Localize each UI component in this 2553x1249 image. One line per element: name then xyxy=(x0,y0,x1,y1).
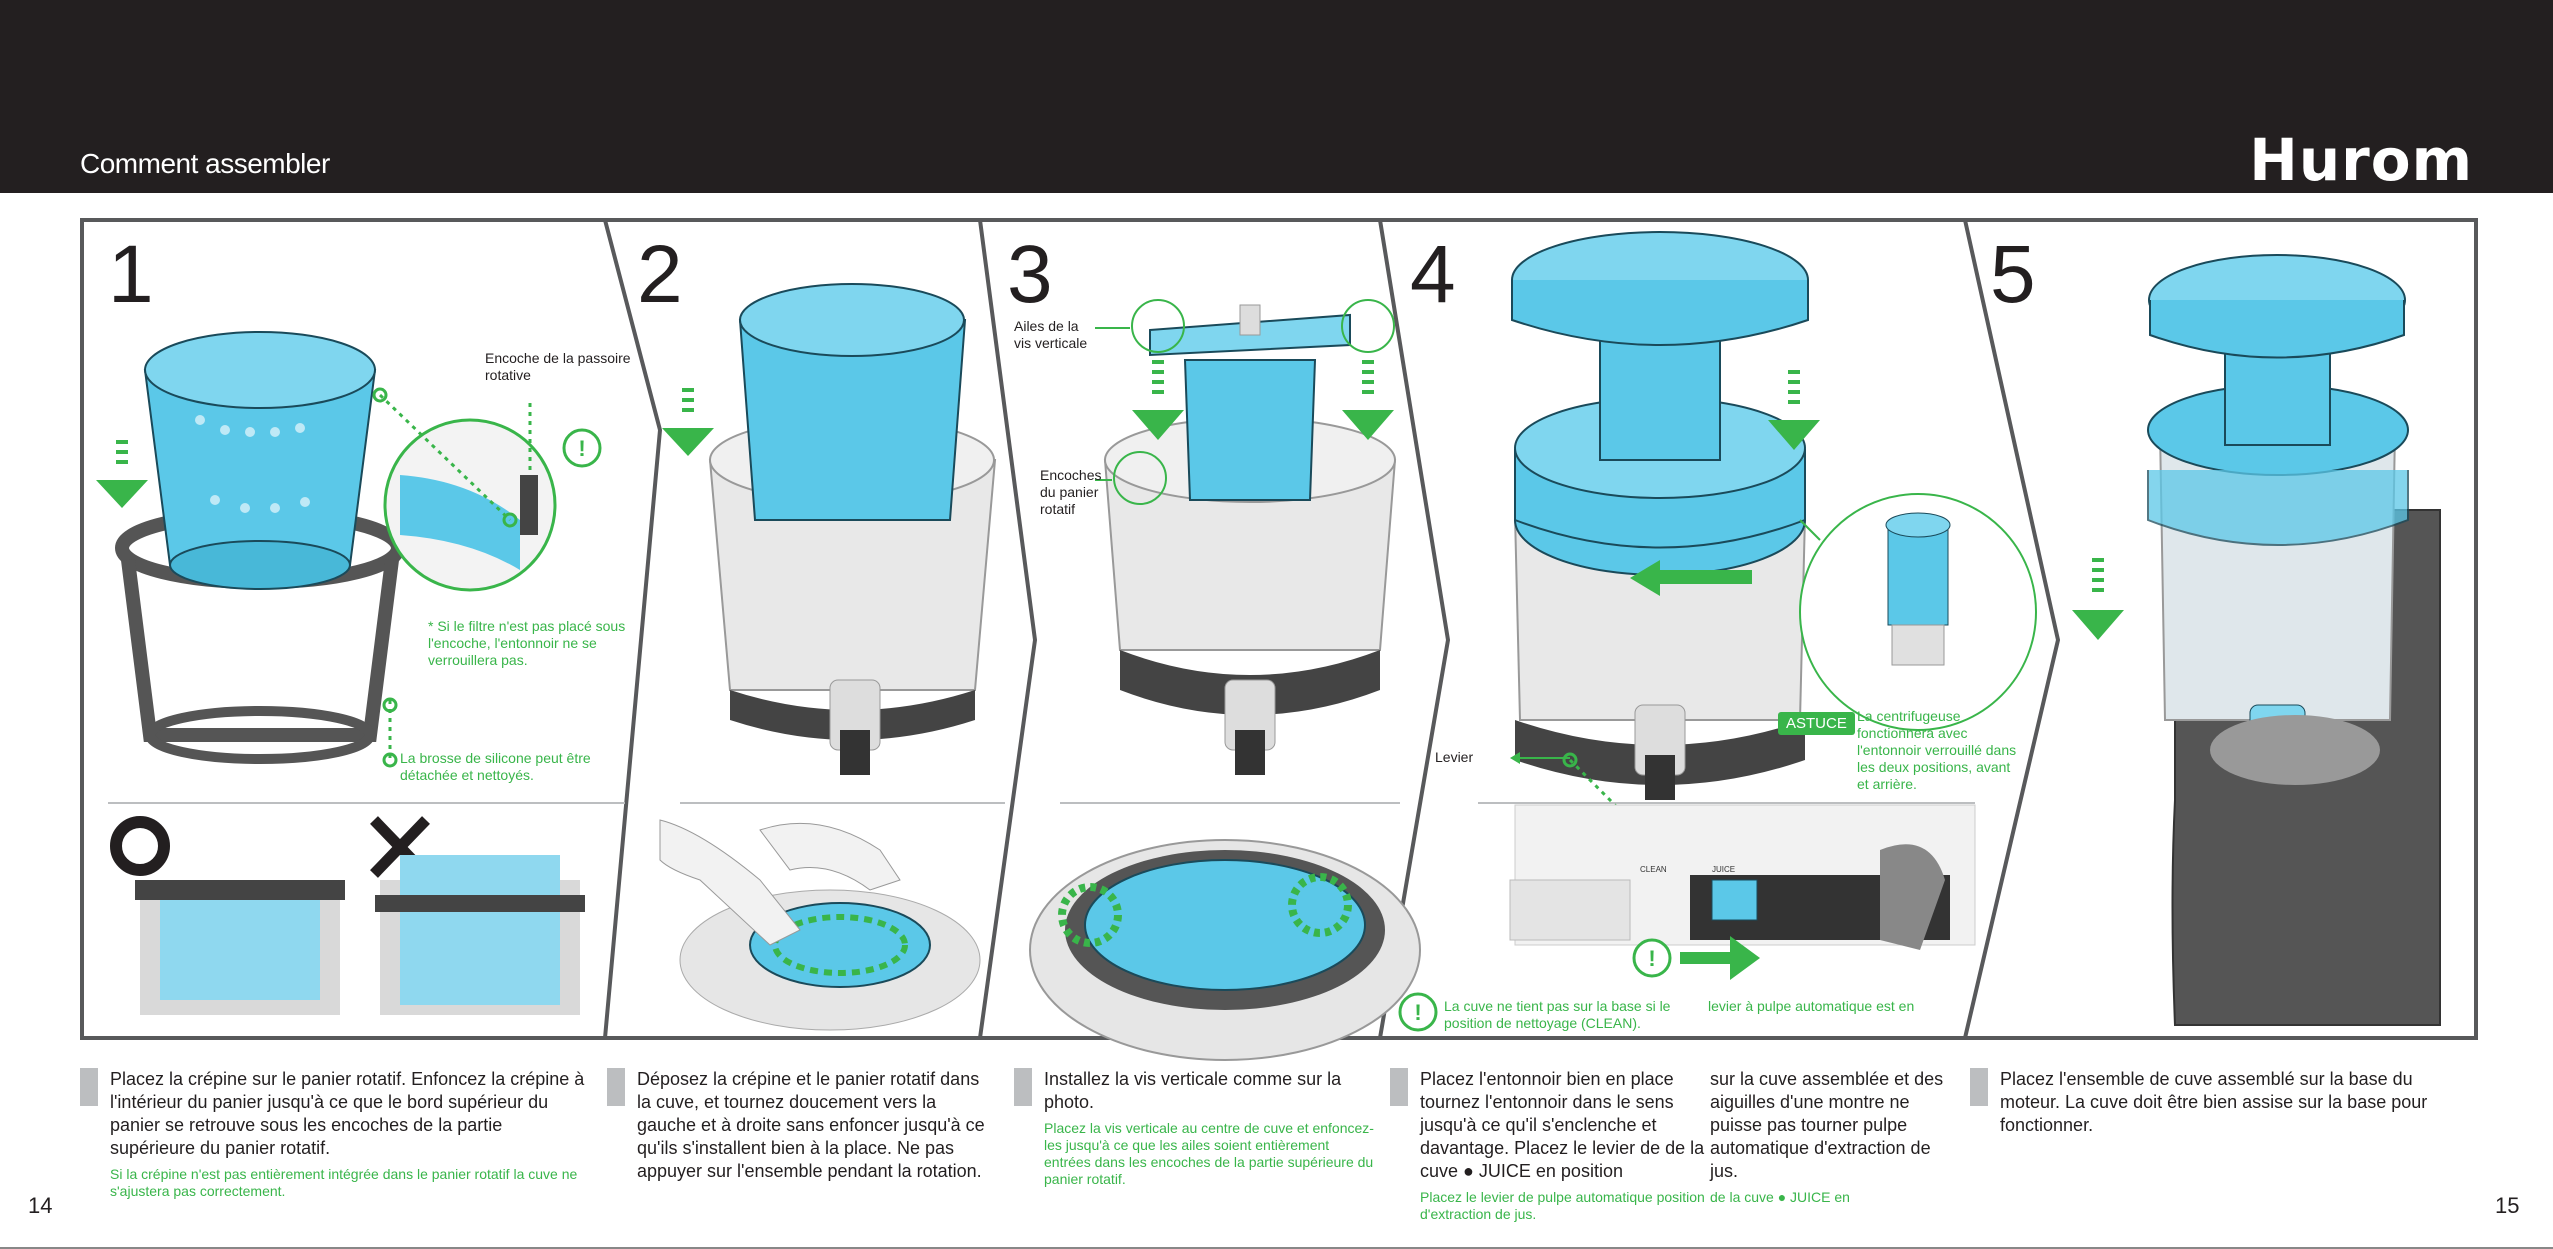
instruction-bar xyxy=(80,1068,98,1106)
step2-hand-turning-illustration xyxy=(659,819,981,1031)
step1-incorrect-example xyxy=(375,855,585,1015)
step1-correct-example xyxy=(135,880,345,1015)
step4-lever-closeup: CLEAN JUICE xyxy=(1509,804,1976,950)
instruction-bar xyxy=(607,1068,625,1106)
svg-text:!: ! xyxy=(1414,1000,1421,1025)
step4-down-arrow-icon xyxy=(1768,370,1820,450)
page-title: Comment assembler xyxy=(80,148,330,179)
step-number-3: 3 xyxy=(1007,229,1053,320)
instruction-step3-note: Placez la vis verticale au centre de cuv… xyxy=(1044,1120,1374,1187)
step1-warning-icon: ! xyxy=(562,428,602,468)
s4-warning-callout: La cuve ne tient pas sur la base si le p… xyxy=(1444,998,1671,1031)
instruction-step1-note: Si la crépine n'est pas entièrement inté… xyxy=(110,1166,578,1199)
step3-down-arrow-right-icon xyxy=(1342,360,1394,440)
instruction-bar xyxy=(1014,1068,1032,1106)
hurom-logo: Hurom xyxy=(2249,126,2473,194)
step1-zoom-circle xyxy=(383,418,557,592)
s1-warning-callout: * Si le filtre n'est pas placé sous l'en… xyxy=(428,618,626,668)
instruction-step2-text: Déposez la crépine et le panier rotatif … xyxy=(637,1069,985,1181)
step1-correct-icon xyxy=(110,816,170,876)
step1-basket-illustration xyxy=(115,331,405,764)
s1-brush-callout: La brosse de silicone peut être détachée… xyxy=(400,750,591,783)
instruction-step3-text: Installez la vis verticale comme sur la … xyxy=(1044,1069,1342,1112)
instruction-step4b-text: sur la cuve assemblée et des aiguilles d… xyxy=(1710,1069,1944,1181)
s4-tip-callout: La centrifugeuse fonctionnera avec l'ent… xyxy=(1857,708,2017,792)
instruction-step5-text: Placez l'ensemble de cuve assemblé sur l… xyxy=(2000,1069,2428,1135)
instruction-bar xyxy=(1390,1068,1408,1106)
instruction-step2: Déposez la crépine et le panier rotatif … xyxy=(607,1068,987,1183)
step-number-2: 2 xyxy=(637,229,683,320)
step-number-4: 4 xyxy=(1410,229,1456,320)
s4-tip-badge: ASTUCE xyxy=(1778,712,1855,735)
page-number-right: 15 xyxy=(2495,1193,2520,1218)
header-bar: Comment assembler Hurom xyxy=(0,0,2553,194)
instruction-step4b: sur la cuve assemblée et des aiguilles d… xyxy=(1710,1068,1955,1206)
step4-warning-icon: ! xyxy=(1398,992,1438,1032)
instruction-step4-note-a: Placez le levier de pulpe automatique po… xyxy=(1420,1189,1705,1222)
step5-down-arrow-icon xyxy=(2072,558,2124,640)
step2-down-arrow-icon xyxy=(662,388,714,456)
step4-zoom-circle xyxy=(1799,493,2037,731)
step3-topview-illustration xyxy=(1029,839,1421,1061)
instruction-step4a-text: Placez l'entonnoir bien en place tournez… xyxy=(1420,1069,1705,1181)
step4-rotate-arrow-icon xyxy=(1630,560,1752,596)
s3-notches-callout: Encoches du panier rotatif xyxy=(1040,467,1102,517)
instruction-step3: Installez la vis verticale comme sur la … xyxy=(1014,1068,1379,1188)
step4-funnel-illustration xyxy=(1511,231,1809,800)
step3-down-arrow-left-icon xyxy=(1132,360,1184,440)
step4-warning-push-icon: ! xyxy=(1632,936,1760,980)
s4-lever-callout: Levier xyxy=(1435,749,1474,765)
instruction-step5: Placez l'ensemble de cuve assemblé sur l… xyxy=(1970,1068,2440,1137)
page-number-left: 14 xyxy=(28,1193,53,1218)
instruction-step4-note-b: de la cuve ● JUICE en xyxy=(1710,1189,1850,1205)
instruction-step1: Placez la crépine sur le panier rotatif.… xyxy=(80,1068,590,1200)
step3-auger-illustration xyxy=(1103,304,1397,775)
step2-bowl-illustration xyxy=(708,283,997,775)
lever-clean-label: CLEAN xyxy=(1640,865,1667,874)
step1-down-arrow-icon xyxy=(96,440,148,508)
instruction-bar xyxy=(1970,1068,1988,1106)
bottom-rule xyxy=(0,1247,2553,1249)
instruction-step4a: Placez l'entonnoir bien en place tournez… xyxy=(1390,1068,1705,1223)
step-number-1: 1 xyxy=(108,229,154,320)
s3-wings-callout: Ailes de la vis verticale xyxy=(1014,318,1088,351)
instruction-step1-text: Placez la crépine sur le panier rotatif.… xyxy=(110,1069,585,1158)
s1-notch-callout: Encoche de la passoire rotative xyxy=(485,350,631,383)
lever-juice-label: JUICE xyxy=(1712,865,1735,874)
step5-assembled-juicer-illustration xyxy=(2147,254,2441,1026)
svg-text:!: ! xyxy=(1648,946,1655,971)
step-number-5: 5 xyxy=(1990,229,2036,320)
s4-warning-callout-b: levier à pulpe automatique est en xyxy=(1708,998,1915,1014)
svg-text:!: ! xyxy=(578,436,585,461)
